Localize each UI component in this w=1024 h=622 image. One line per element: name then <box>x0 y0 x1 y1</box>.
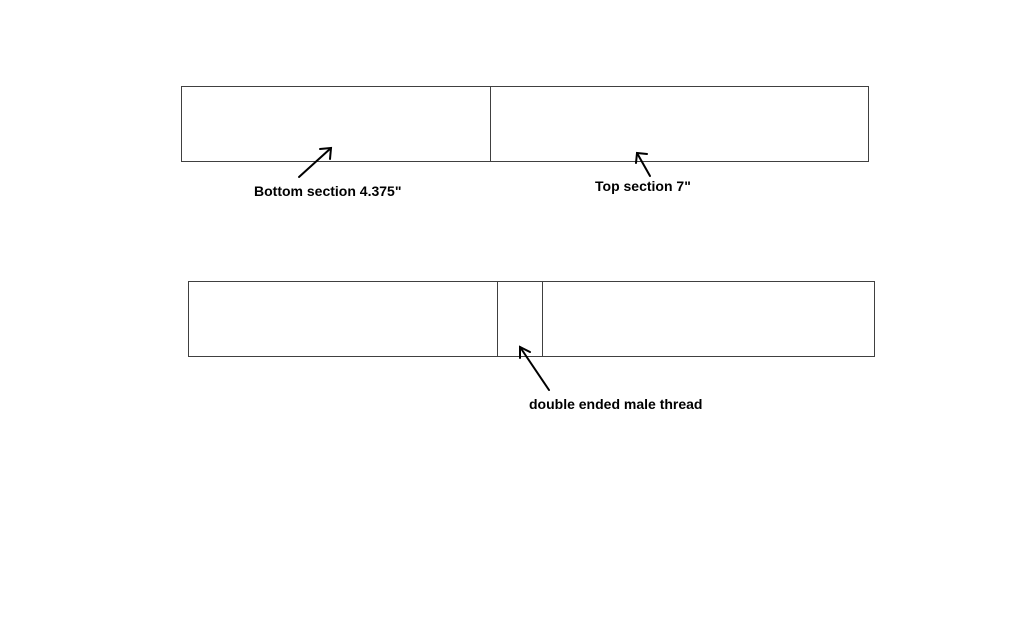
top-section-block <box>490 86 869 162</box>
top-section-arrow <box>635 151 651 177</box>
thread-arrow <box>519 345 550 391</box>
joined-rod-block <box>188 281 875 357</box>
thread-label: double ended male thread <box>529 396 702 412</box>
joined-assembly: double ended male thread <box>188 281 875 412</box>
bottom-section-block <box>181 86 491 162</box>
separated-sections: Bottom section 4.375" Top section 7" <box>181 86 869 199</box>
bottom-section-label: Bottom section 4.375" <box>254 183 401 199</box>
bottom-section-arrow <box>298 146 333 178</box>
top-section-label: Top section 7" <box>595 178 691 194</box>
